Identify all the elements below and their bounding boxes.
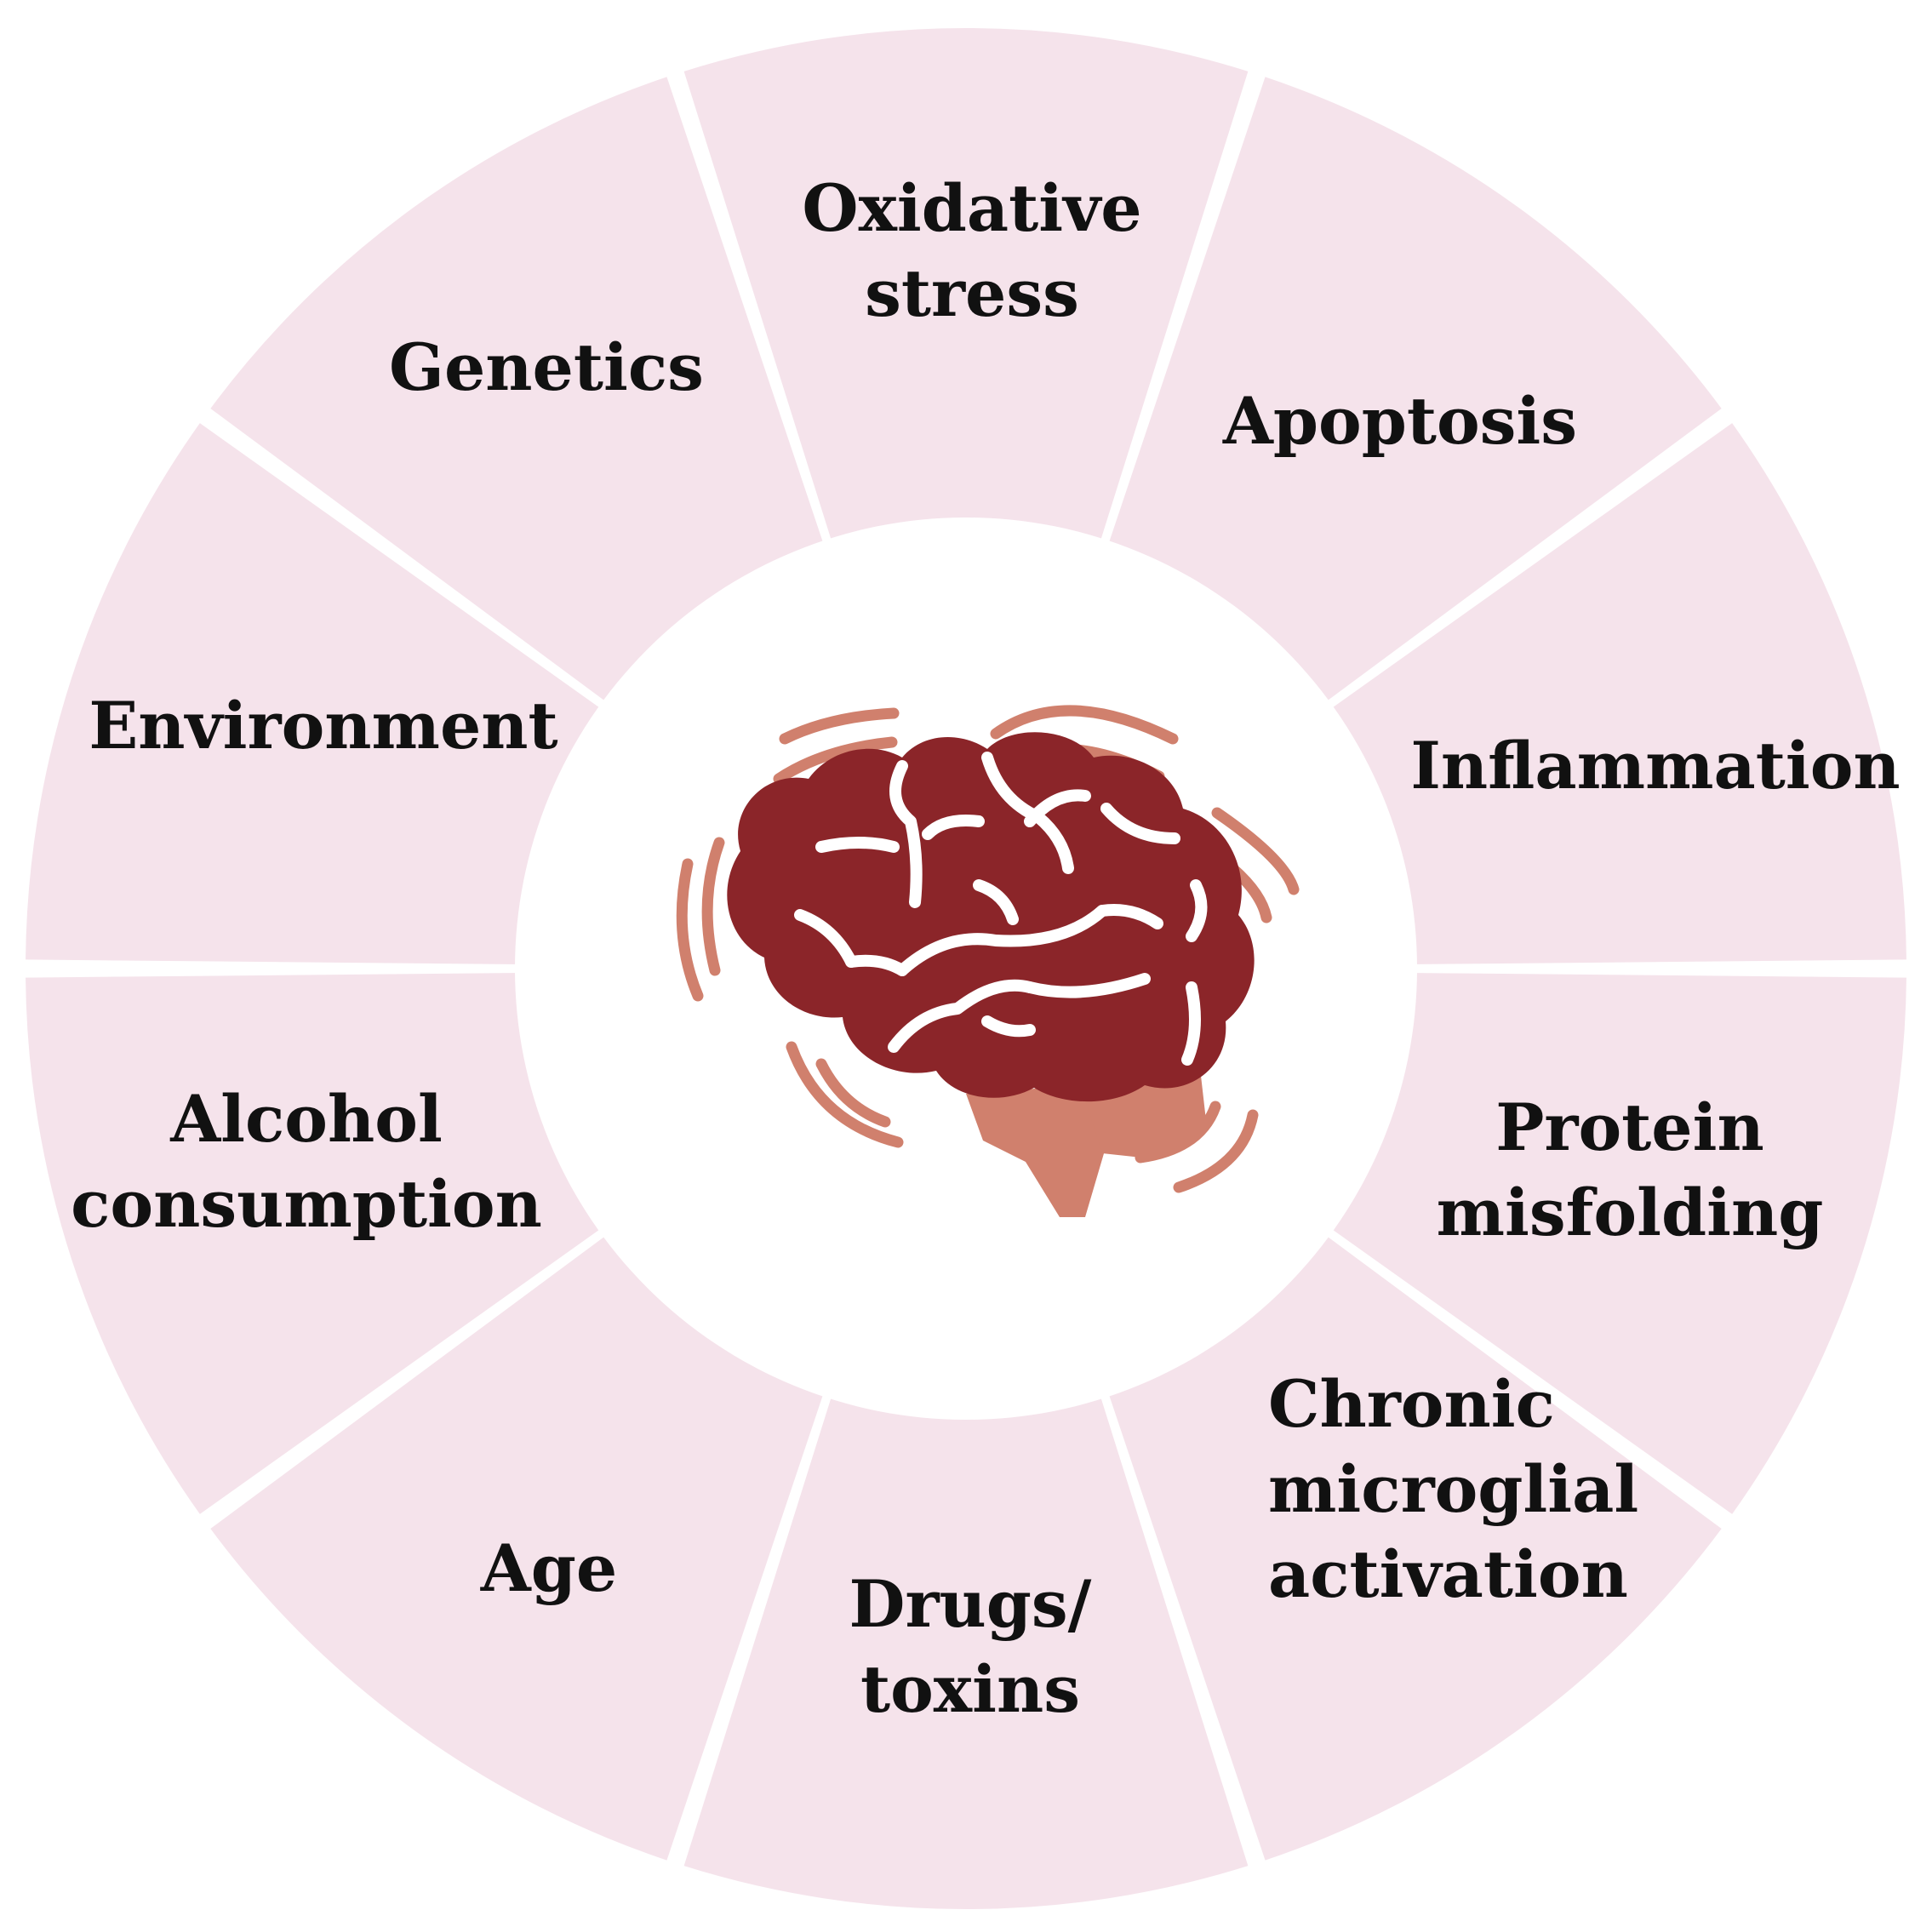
label-line: stress (865, 255, 1079, 331)
label-line: Environment (89, 688, 557, 763)
label-genetics: Genetics (389, 329, 704, 405)
label-line: activation (1268, 1536, 1628, 1612)
segment-chronic-microglial-activation (1079, 1181, 1722, 1861)
label-line: consumption (71, 1166, 542, 1242)
label-inflammation: Inflammation (1410, 728, 1900, 803)
segment-environment (26, 423, 675, 965)
label-line: toxins (860, 1651, 1080, 1727)
segment-genetics (210, 77, 853, 756)
label-protein-misfolding: Protein misfolding (1437, 1089, 1824, 1250)
label-line: microglial (1268, 1451, 1638, 1527)
segment-inflammation (1257, 423, 1906, 965)
segment-protein-misfolding (1257, 972, 1906, 1514)
label-oxidative-stress: Oxidative stress (802, 170, 1141, 331)
label-line: Inflammation (1410, 728, 1900, 803)
segment-oxidative-stress (683, 28, 1249, 628)
segment-age (210, 1181, 853, 1861)
label-apoptosis: Apoptosis (1222, 383, 1577, 459)
segment-labels: Oxidative stressApoptosisInflammationProt… (71, 170, 1901, 1727)
label-age: Age (480, 1530, 617, 1606)
label-line: Apoptosis (1222, 383, 1577, 459)
segment-alcohol-consumption (26, 972, 675, 1514)
label-line: Alcohol (169, 1081, 443, 1157)
label-environment: Environment (89, 688, 557, 763)
label-line: misfolding (1437, 1175, 1824, 1250)
label-line: Age (480, 1530, 617, 1606)
label-alcohol-consumption: Alcohol consumption (71, 1081, 542, 1242)
label-line: Oxidative (802, 170, 1141, 246)
label-drugs-toxins: Drugs/toxins (849, 1566, 1092, 1727)
label-line: Protein (1495, 1089, 1763, 1165)
label-line: Drugs/ (849, 1566, 1092, 1642)
brain-icon (676, 705, 1300, 1217)
segment-drugs-toxins (683, 1309, 1249, 1909)
segment-apoptosis (1079, 77, 1722, 756)
label-chronic-microglial-activation: Chronic microglial activation (1268, 1366, 1638, 1612)
wheel-segments (26, 28, 1906, 1909)
label-line: Chronic (1268, 1366, 1555, 1442)
label-line: Genetics (389, 329, 704, 405)
